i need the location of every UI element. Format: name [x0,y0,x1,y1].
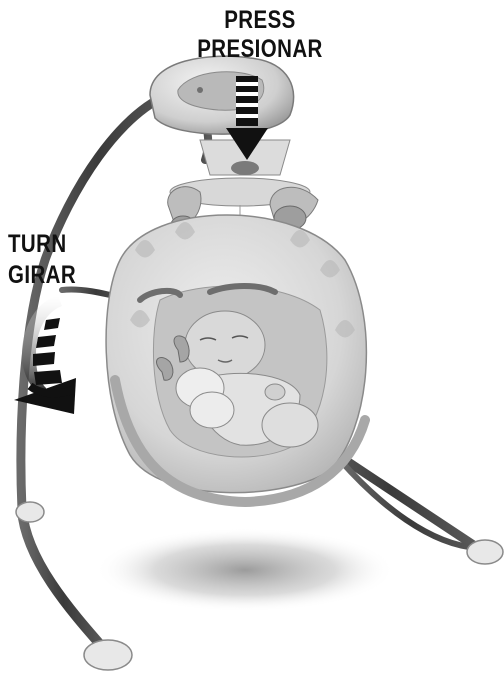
press-label-group: PRESS PRESIONAR [180,8,340,62]
motor-housing [150,56,294,175]
turn-label-group: TURN GIRAR [8,232,91,288]
floor-shadow [95,528,395,612]
girar-label: GIRAR [8,263,76,288]
presionar-label: PRESIONAR [194,37,325,62]
turn-label: TURN [8,232,76,257]
press-label: PRESS [194,8,325,33]
